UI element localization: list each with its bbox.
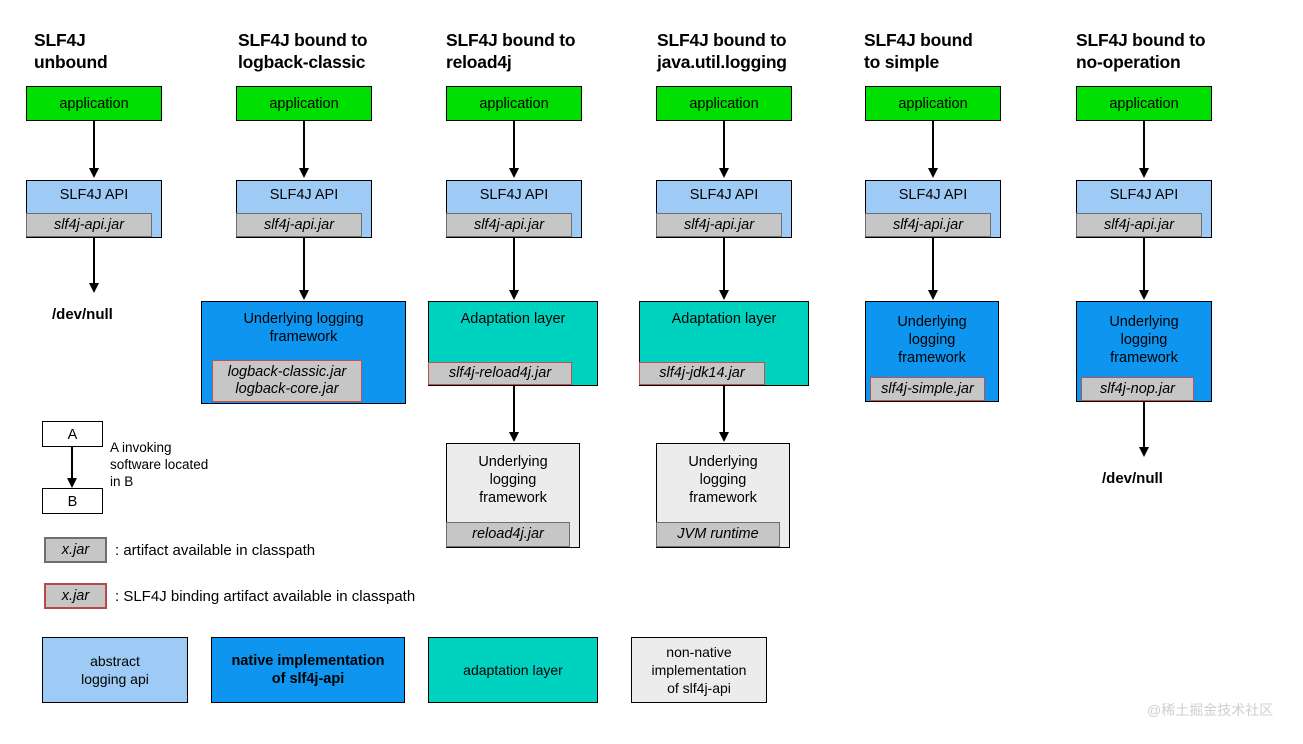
node-label: Underlying logging framework	[243, 311, 364, 345]
node-label: Underlying logging framework	[897, 314, 967, 366]
column-title-nop: SLF4J bound to no-operation	[1076, 30, 1206, 72]
jar-slf4j-reload4j-col3: slf4j-reload4j.jar	[428, 362, 572, 385]
node-label: application	[898, 96, 968, 112]
legend-invoking-description: A invoking software located in B	[110, 440, 209, 489]
jar-slf4j-api-col2: slf4j-api.jar	[236, 213, 362, 237]
node-label: SLF4J API	[898, 187, 968, 203]
node-label: application	[689, 96, 759, 112]
legend-color-abstract-logging-api: abstract logging api	[42, 637, 188, 703]
legend-box-b-label: B	[67, 494, 78, 510]
node-label: Adaptation layer	[460, 311, 566, 327]
legend-binding-artifact-description: : SLF4J binding artifact available in cl…	[115, 588, 416, 605]
jar-reload4j-col3: reload4j.jar	[446, 522, 570, 547]
node-label: SLF4J API	[59, 187, 129, 203]
jar-slf4j-api-col5: slf4j-api.jar	[865, 213, 991, 237]
terminal-label-col1: /dev/null	[52, 306, 113, 323]
legend-box-a-label: A	[67, 427, 78, 443]
legend-sample-jar-artifact: x.jar	[44, 537, 107, 563]
node-label: Underlying logging framework	[1109, 314, 1179, 366]
legend-color-native-implementation: native implementation of slf4j-api	[211, 637, 405, 703]
node-label: SLF4J API	[1109, 187, 1179, 203]
column-title-logback: SLF4J bound to logback-classic	[238, 30, 368, 72]
jar-slf4j-api-col6: slf4j-api.jar	[1076, 213, 1202, 237]
node-application-col6: application	[1076, 86, 1212, 121]
node-label: SLF4J API	[479, 187, 549, 203]
node-label: SLF4J API	[689, 187, 759, 203]
node-label: SLF4J API	[269, 187, 339, 203]
legend-box-a: A	[42, 421, 103, 447]
node-application-col4: application	[656, 86, 792, 121]
column-title-jul: SLF4J bound to java.util.logging	[657, 30, 787, 72]
jar-slf4j-api-col1: slf4j-api.jar	[26, 213, 152, 237]
column-title-reload4j: SLF4J bound to reload4j	[446, 30, 576, 72]
node-label: application	[269, 96, 339, 112]
node-label: Adaptation layer	[671, 311, 777, 327]
column-title-unbound: SLF4J unbound	[34, 30, 108, 72]
node-label: application	[1109, 96, 1179, 112]
jar-slf4j-jdk14-col4: slf4j-jdk14.jar	[639, 362, 765, 385]
legend-box-b: B	[42, 488, 103, 514]
node-application-col5: application	[865, 86, 1001, 121]
node-label: Underlying logging framework	[478, 454, 548, 506]
jar-slf4j-api-col3: slf4j-api.jar	[446, 213, 572, 237]
legend-artifact-description: : artifact available in classpath	[115, 542, 316, 559]
node-label: Underlying logging framework	[688, 454, 758, 506]
node-label: application	[59, 96, 129, 112]
jar-jvm-runtime-col4: JVM runtime	[656, 522, 780, 547]
legend-color-non-native-implementation: non-native implementation of slf4j-api	[631, 637, 767, 703]
jar-slf4j-nop-col6: slf4j-nop.jar	[1081, 377, 1194, 401]
jar-slf4j-api-col4: slf4j-api.jar	[656, 213, 782, 237]
node-application-col1: application	[26, 86, 162, 121]
legend-sample-jar-binding: x.jar	[44, 583, 107, 609]
column-title-simple: SLF4J bound to simple	[864, 30, 973, 72]
jar-logback-col2: logback-classic.jar logback-core.jar	[212, 360, 362, 402]
watermark: @稀土掘金技术社区	[1147, 702, 1274, 718]
terminal-label-col6: /dev/null	[1102, 470, 1163, 487]
jar-slf4j-simple-col5: slf4j-simple.jar	[870, 377, 985, 401]
node-application-col2: application	[236, 86, 372, 121]
node-application-col3: application	[446, 86, 582, 121]
legend-color-adaptation-layer: adaptation layer	[428, 637, 598, 703]
node-label: application	[479, 96, 549, 112]
